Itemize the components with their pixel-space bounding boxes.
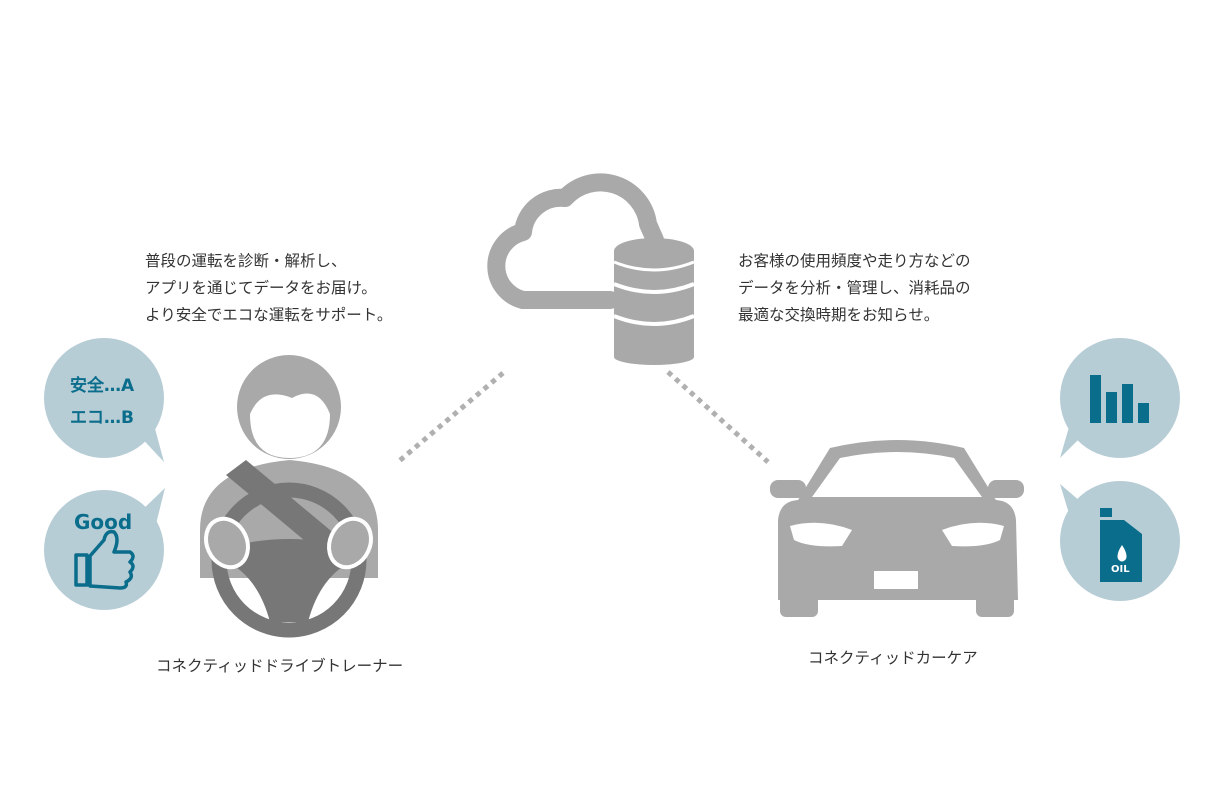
trainer-label: コネクティッドドライブトレーナー xyxy=(156,657,404,675)
connector-left xyxy=(396,371,505,464)
good-text: Good xyxy=(74,510,133,534)
trainer-description-line: より安全でエコな運転をサポート。 xyxy=(145,306,393,324)
carcare-label: コネクティッドカーケア xyxy=(808,649,978,667)
bar-chart-icon xyxy=(1090,375,1149,423)
oil-bubble xyxy=(1060,481,1180,601)
car-icon xyxy=(770,440,1024,617)
score-safety-text: 安全…A xyxy=(70,376,135,396)
carcare-description-line: お客様の使用頻度や走り方などの xyxy=(738,252,971,270)
thumbs-up-icon xyxy=(74,529,135,590)
score-eco-text: エコ…B xyxy=(70,408,134,428)
bar-chart-bubble xyxy=(1060,338,1180,458)
score-bubble xyxy=(44,338,164,462)
carcare-description: お客様の使用頻度や走り方などの データを分析・管理し、消耗品の 最適な交換時期を… xyxy=(738,248,971,329)
oil-text: OIL xyxy=(1111,564,1130,575)
oil-can-icon xyxy=(1100,508,1142,582)
trainer-description: 普段の運転を診断・解析し、 アプリを通じてデータをお届け。 より安全でエコな運転… xyxy=(145,248,392,329)
trainer-description-line: アプリを通じてデータをお届け。 xyxy=(145,279,377,297)
carcare-description-line: 最適な交換時期をお知らせ。 xyxy=(738,306,940,324)
steering-wheel-icon xyxy=(204,482,373,638)
connector-right xyxy=(666,370,770,464)
database-icon xyxy=(613,238,695,365)
carcare-description-line: データを分析・管理し、消耗品の xyxy=(738,279,971,297)
cloud-icon xyxy=(487,173,664,309)
good-bubble xyxy=(44,488,165,610)
trainer-description-line: 普段の運転を診断・解析し、 xyxy=(145,252,347,270)
